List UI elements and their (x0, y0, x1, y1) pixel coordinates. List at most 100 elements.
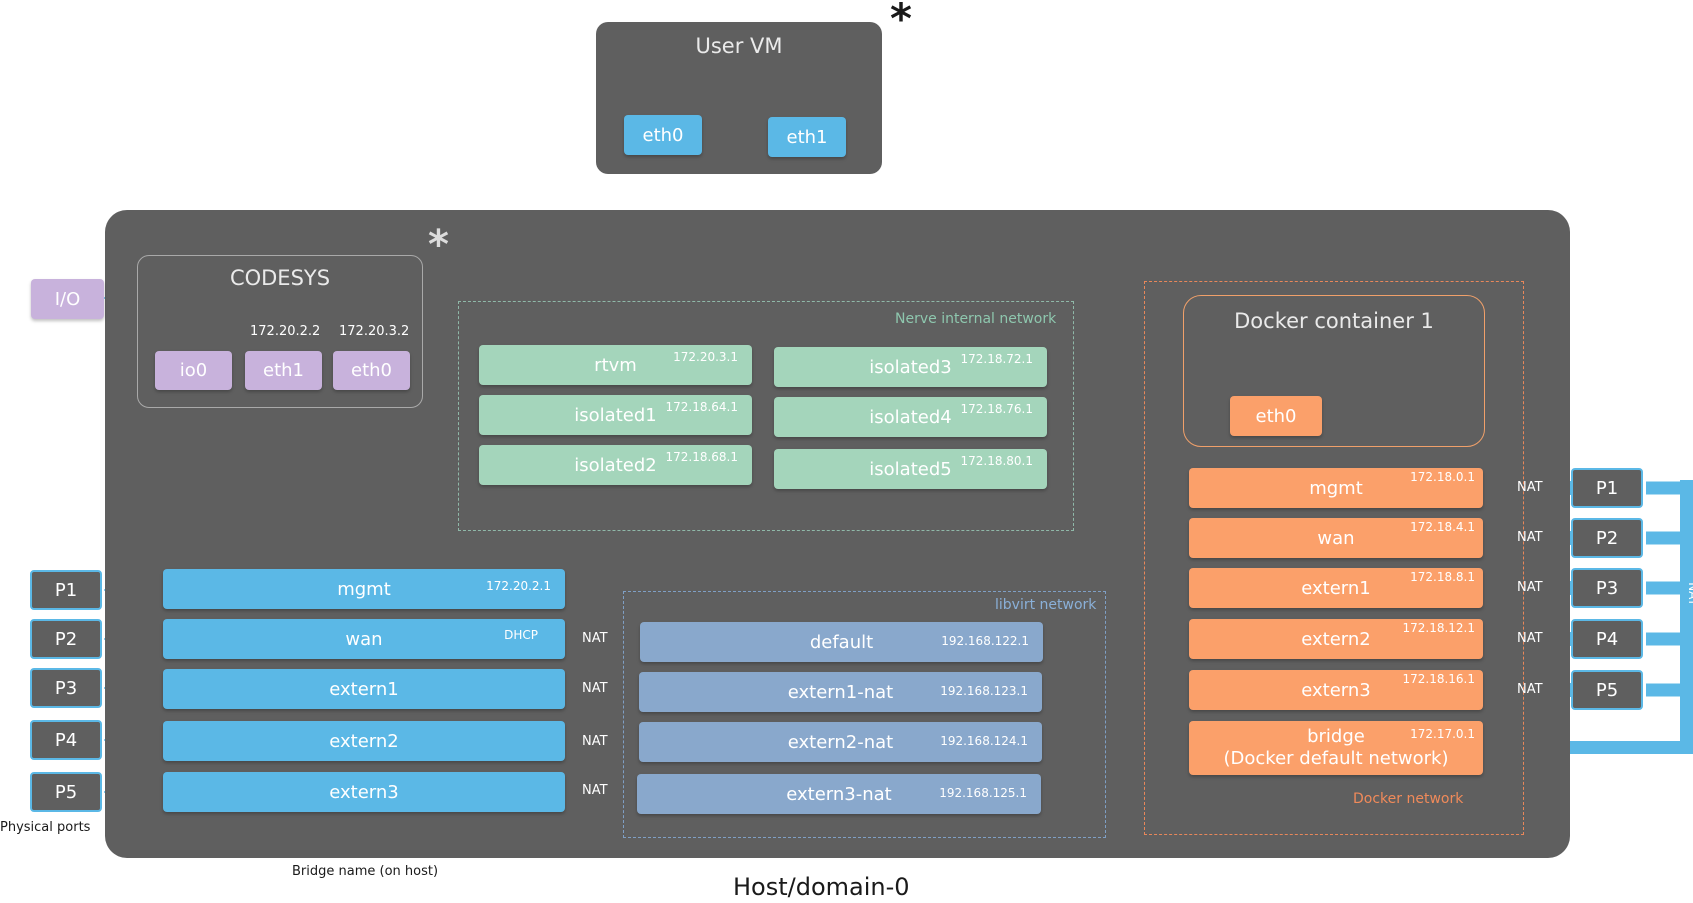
codesys-eth0[interactable]: eth0 (333, 351, 410, 390)
bridge-ip: 192.168.123.1 (940, 684, 1028, 698)
host-bridge-wan[interactable]: wan DHCP (163, 619, 565, 659)
bridge-ip: 172.20.3.1 (673, 350, 738, 364)
physical-ports-caption: Physical ports (0, 820, 91, 835)
host-bridge-extern3[interactable]: extern3 (163, 772, 565, 812)
docker-container-box: Docker container 1 eth0 (1183, 295, 1485, 447)
left-port-p1[interactable]: P1 (30, 570, 102, 610)
libvirt-network-area (623, 591, 1106, 838)
nat-label-docker-wan: NAT (1517, 530, 1543, 545)
nat-label-docker-extern2: NAT (1517, 631, 1543, 646)
right-port-p2[interactable]: P2 (1571, 518, 1643, 558)
nat-label-extern1: NAT (582, 681, 608, 696)
user-vm-asterisk: * (890, 0, 912, 43)
docker-bridge-extern2[interactable]: extern2 172.18.12.1 (1189, 619, 1483, 659)
right-port-p5[interactable]: P5 (1571, 670, 1643, 710)
docker-bridge-mgmt[interactable]: mgmt 172.18.0.1 (1189, 468, 1483, 508)
nerve-bridge-isolated3[interactable]: isolated3 172.18.72.1 (774, 347, 1047, 387)
left-port-p3[interactable]: P3 (30, 668, 102, 708)
host-bridge-extern1[interactable]: extern1 (163, 669, 565, 709)
io-block[interactable]: I/O (31, 279, 104, 319)
bridge-name: extern3-nat (786, 783, 892, 805)
bridge-name: isolated4 (869, 406, 952, 428)
user-vm-title: User VM (695, 34, 783, 58)
bridge-name-line2: (Docker default network) (1223, 748, 1449, 769)
left-port-p5[interactable]: P5 (30, 772, 102, 812)
bridge-name: mgmt (337, 578, 391, 600)
bridge-name: isolated5 (869, 458, 952, 480)
bridge-name-caption: Bridge name (on host) (292, 864, 439, 879)
bridge-name: rtvm (594, 354, 637, 376)
bridge-ip: 172.18.4.1 (1410, 520, 1475, 534)
libvirt-bridge-default[interactable]: default 192.168.122.1 (640, 622, 1043, 662)
bridge-name: isolated1 (574, 404, 657, 426)
user-vm-box: User VM eth0 eth1 (596, 22, 882, 174)
codesys-eth1[interactable]: eth1 (245, 351, 322, 390)
bridge-ip: 172.18.8.1 (1410, 570, 1475, 584)
docker-bridge-wan[interactable]: wan 172.18.4.1 (1189, 518, 1483, 558)
right-port-p3[interactable]: P3 (1571, 568, 1643, 608)
docker-container-title: Docker container 1 (1234, 309, 1434, 333)
right-port-p4[interactable]: P4 (1571, 619, 1643, 659)
bridge-ip: 172.20.2.1 (486, 579, 551, 593)
codesys-box: CODESYS 172.20.2.2 172.20.3.2 io0 eth1 e… (137, 255, 423, 408)
host-domain-caption: Host/domain-0 (733, 873, 910, 901)
host-bridge-mgmt[interactable]: mgmt 172.20.2.1 (163, 569, 565, 609)
bridge-ip: 172.18.12.1 (1402, 621, 1475, 635)
nerve-bridge-isolated1[interactable]: isolated1 172.18.64.1 (479, 395, 752, 435)
libvirt-network-label: libvirt network (995, 597, 1097, 613)
docker-bridge-extern3[interactable]: extern3 172.18.16.1 (1189, 670, 1483, 710)
bridge-name: extern2 (329, 730, 399, 752)
bridge-ip: 172.18.0.1 (1410, 470, 1475, 484)
user-vm-eth1[interactable]: eth1 (768, 117, 846, 157)
codesys-asterisk: * (428, 222, 449, 268)
bridge-name: isolated3 (869, 356, 952, 378)
codesys-eth0-ip: 172.20.3.2 (339, 324, 410, 339)
bridge-name: wan (1317, 527, 1355, 549)
docker-bridge-extern1[interactable]: extern1 172.18.8.1 (1189, 568, 1483, 608)
nerve-bridge-isolated2[interactable]: isolated2 172.18.68.1 (479, 445, 752, 485)
right-port-p1[interactable]: P1 (1571, 468, 1643, 508)
nerve-bridge-rtvm[interactable]: rtvm 172.20.3.1 (479, 345, 752, 385)
bridge-name: default (809, 631, 874, 653)
user-vm-eth0[interactable]: eth0 (624, 115, 702, 155)
nerve-bridge-isolated5[interactable]: isolated5 172.18.80.1 (774, 449, 1047, 489)
libvirt-bridge-extern3-nat[interactable]: extern3-nat 192.168.125.1 (637, 774, 1041, 814)
libvirt-bridge-extern2-nat[interactable]: extern2-nat 192.168.124.1 (639, 722, 1042, 762)
codesys-title: CODESYS (229, 266, 331, 290)
nerve-internal-network-area (458, 301, 1074, 531)
bridge-ip: 172.18.16.1 (1402, 672, 1475, 686)
codesys-io0[interactable]: io0 (155, 351, 232, 390)
codesys-eth1-ip: 172.20.2.2 (250, 324, 321, 339)
nat-label-docker-extern3: NAT (1517, 682, 1543, 697)
vertical-nat-label: NAT (1686, 582, 1693, 606)
bridge-ip: 192.168.125.1 (939, 786, 1027, 800)
bridge-name: extern3 (329, 781, 399, 803)
nat-label-docker-extern1: NAT (1517, 580, 1543, 595)
docker-container-eth0[interactable]: eth0 (1230, 396, 1322, 436)
libvirt-bridge-extern1-nat[interactable]: extern1-nat 192.168.123.1 (639, 672, 1042, 712)
bridge-name: mgmt (1309, 477, 1363, 499)
bridge-ip: 172.18.64.1 (665, 400, 738, 414)
nat-label-wan: NAT (582, 631, 608, 646)
docker-network-area (1144, 281, 1524, 835)
nat-label-extern3: NAT (582, 783, 608, 798)
docker-bridge-default[interactable]: bridge (Docker default network) 172.17.0… (1189, 721, 1483, 775)
bridge-name: isolated2 (574, 454, 657, 476)
nat-label-docker-mgmt: NAT (1517, 480, 1543, 495)
bridge-ip: 192.168.122.1 (941, 634, 1029, 648)
bridge-name: extern2-nat (787, 731, 894, 753)
bridge-name: extern1-nat (787, 681, 894, 703)
bridge-ip: 172.18.76.1 (960, 402, 1033, 416)
nerve-bridge-isolated4[interactable]: isolated4 172.18.76.1 (774, 397, 1047, 437)
bridge-ip: 172.17.0.1 (1410, 727, 1475, 741)
bridge-name: extern3 (1301, 679, 1371, 701)
bridge-name: extern1 (1301, 577, 1371, 599)
bridge-ip: 172.18.80.1 (960, 454, 1033, 468)
left-port-p2[interactable]: P2 (30, 619, 102, 659)
host-bridge-extern2[interactable]: extern2 (163, 721, 565, 761)
bridge-ip: DHCP (504, 628, 538, 642)
bridge-ip: 172.18.68.1 (665, 450, 738, 464)
bridge-name: extern1 (329, 678, 399, 700)
bridge-name: wan (345, 628, 383, 650)
left-port-p4[interactable]: P4 (30, 720, 102, 760)
